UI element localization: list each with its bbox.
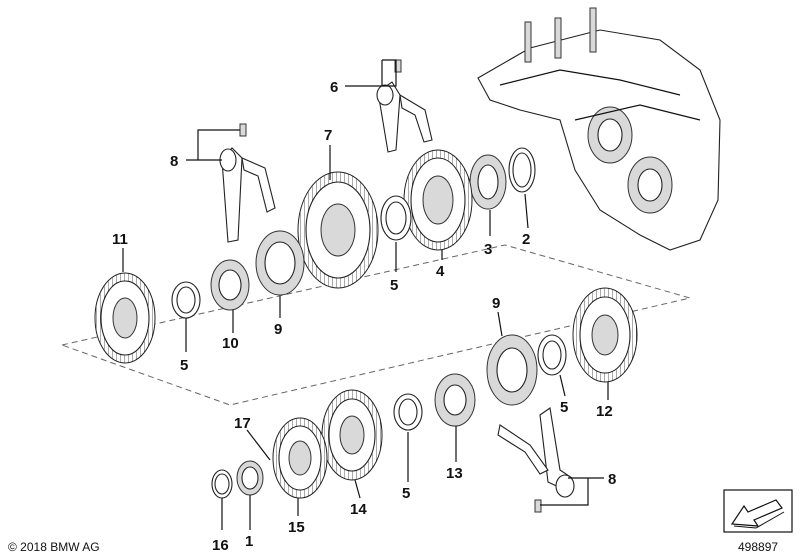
callout-5-left: 5	[180, 357, 188, 374]
callout-13: 13	[446, 465, 463, 482]
callout-15: 15	[288, 519, 305, 536]
callout-16: 16	[212, 537, 229, 554]
callout-7: 7	[324, 127, 332, 144]
callout-8-lower: 8	[608, 471, 616, 488]
part-9-synchro-ring-upper	[255, 230, 305, 296]
transmission-housing	[477, 7, 721, 251]
part-9-synchro-ring-lower	[486, 334, 538, 406]
callout-5-middle: 5	[402, 485, 410, 502]
diagram-reference-number: 498897	[738, 540, 779, 554]
callout-3: 3	[484, 241, 492, 258]
part-5-bushing-left	[171, 281, 201, 319]
callout-8-upper: 8	[170, 153, 178, 170]
callout-5-upper: 5	[390, 277, 398, 294]
callout-4: 4	[436, 263, 445, 280]
copyright-text: © 2018 BMW AG	[8, 540, 100, 554]
leader-lines	[122, 59, 609, 530]
part-8-shift-fork-upper	[219, 123, 276, 243]
part-14-gear	[321, 389, 383, 481]
callout-6: 6	[330, 79, 338, 96]
callout-5-right: 5	[560, 399, 568, 416]
part-13-needle-bearing	[434, 373, 476, 427]
callout-9-lower: 9	[492, 295, 500, 312]
part-7-gear	[297, 171, 379, 289]
callout-10: 10	[222, 335, 239, 352]
callout-12: 12	[596, 403, 613, 420]
part-1-bushing	[236, 460, 264, 496]
callouts: 6 7 8 11 2 3 4 5 9 10 5 9 5 12 17 13 8 5…	[112, 79, 616, 554]
callout-1: 1	[245, 533, 253, 550]
part-5-bushing-right	[537, 334, 567, 376]
callout-9-upper: 9	[274, 321, 282, 338]
part-6-shift-fork	[376, 59, 433, 153]
part-3-needle-bearing	[469, 154, 507, 210]
part-10-needle-bearing	[210, 259, 250, 311]
callout-11: 11	[112, 231, 128, 248]
part-8-shift-fork-lower	[497, 407, 575, 513]
orientation-arrow-icon	[723, 489, 793, 533]
part-11-gear	[94, 272, 156, 364]
callout-2: 2	[522, 231, 530, 248]
callout-14: 14	[350, 501, 367, 518]
part-5-bushing-middle	[393, 393, 423, 431]
part-5-bushing-upper	[380, 195, 412, 241]
part-4-gear	[403, 149, 473, 251]
part-16-circlip	[211, 469, 233, 499]
callout-17: 17	[234, 415, 251, 432]
part-2-circlip	[508, 147, 536, 193]
part-12-gear	[572, 287, 638, 383]
part-15-gear	[272, 417, 328, 499]
